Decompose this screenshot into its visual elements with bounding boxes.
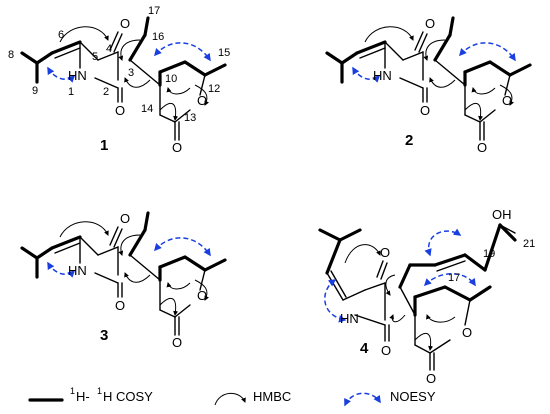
compound-4-structure bbox=[318, 223, 517, 371]
compound-1-num-2: 2 bbox=[103, 86, 109, 98]
compound-1-label: 1 bbox=[100, 137, 108, 154]
legend-hmbc-swatch bbox=[214, 392, 246, 406]
legend-hmbc-label: HMBC bbox=[253, 389, 291, 404]
legend-noesy-swatch bbox=[344, 392, 381, 407]
compound-2-label: 2 bbox=[405, 132, 413, 149]
compound-1-num-4: 4 bbox=[106, 43, 112, 55]
compound-1-num-1: 1 bbox=[68, 86, 74, 98]
compound-1-structure bbox=[20, 16, 227, 141]
legend-cosy-sup2: 1 bbox=[97, 386, 102, 396]
compound-4-atom-o-ring: O bbox=[462, 325, 472, 340]
compound-2-atom-nh: HN bbox=[373, 68, 392, 83]
legend-cosy-mid: H- bbox=[76, 389, 90, 404]
compound-4-atom-nh: HN bbox=[340, 311, 359, 326]
compound-4-num-17: 17 bbox=[448, 272, 460, 284]
compound-4-labels: HN O O O O OH 19 17 21 4 bbox=[340, 207, 535, 386]
compound-3-atom-o-ring: O bbox=[197, 288, 207, 303]
compound-2-atom-o13: O bbox=[477, 140, 487, 155]
compound-4-num-21: 21 bbox=[523, 238, 535, 250]
compound-4-atom-oh: OH bbox=[492, 207, 512, 222]
compound-1-num-5: 5 bbox=[92, 51, 98, 63]
compound-2-atom-o4: O bbox=[425, 16, 435, 31]
compound-4-atom-o4: O bbox=[380, 245, 390, 260]
compound-1-num-16: 16 bbox=[152, 31, 164, 43]
compound-4-num-19: 19 bbox=[483, 248, 495, 260]
compound-1-num-3: 3 bbox=[128, 67, 134, 79]
legend: 1 H- 1 H COSY HMBC NOESY bbox=[28, 386, 436, 407]
legend-cosy-label: H COSY bbox=[103, 389, 153, 404]
compound-1-num-9: 9 bbox=[32, 85, 38, 97]
compound-1-atom-o4: O bbox=[120, 16, 130, 31]
compound-1-num-8: 8 bbox=[8, 49, 14, 61]
legend-cosy-sup1: 1 bbox=[70, 386, 75, 396]
compound-3-label: 3 bbox=[100, 327, 108, 344]
compound-1-atom-o-ring: O bbox=[197, 93, 207, 108]
compound-1-num-13: 13 bbox=[184, 112, 196, 124]
compound-3-structure bbox=[20, 211, 227, 336]
compound-1-num-6: 6 bbox=[58, 29, 64, 41]
compound-3-atom-nh: HN bbox=[68, 263, 87, 278]
compound-1-atom-nh: HN bbox=[68, 68, 87, 83]
compound-3-atom-o2: O bbox=[115, 298, 125, 313]
compound-2-atom-o-ring: O bbox=[502, 93, 512, 108]
compound-2-atom-o2: O bbox=[420, 103, 430, 118]
compound-1-num-15: 15 bbox=[218, 47, 230, 59]
compound-1-atom-o2: O bbox=[115, 103, 125, 118]
compound-1-num-17: 17 bbox=[148, 5, 160, 17]
compound-1-num-14: 14 bbox=[141, 103, 153, 115]
compound-4-atom-o13: O bbox=[426, 371, 436, 386]
compound-3-atom-o13: O bbox=[172, 335, 182, 350]
compound-1-num-12: 12 bbox=[208, 83, 220, 95]
compound-2-structure bbox=[325, 16, 532, 141]
compound-3-atom-o4: O bbox=[120, 211, 130, 226]
legend-noesy-label: NOESY bbox=[390, 389, 436, 404]
compound-1-atom-o13: O bbox=[172, 140, 182, 155]
compound-1-labels: HN O O O O 8 6 5 4 17 16 15 3 10 12 9 1 … bbox=[8, 5, 230, 155]
compound-4-atom-o2: O bbox=[381, 343, 391, 358]
compound-3-labels: HN O O O O 3 bbox=[68, 211, 207, 350]
compound-2-labels: HN O O O O 2 bbox=[373, 16, 512, 155]
compound-1-num-10: 10 bbox=[165, 73, 177, 85]
compound-4-label: 4 bbox=[360, 340, 369, 357]
